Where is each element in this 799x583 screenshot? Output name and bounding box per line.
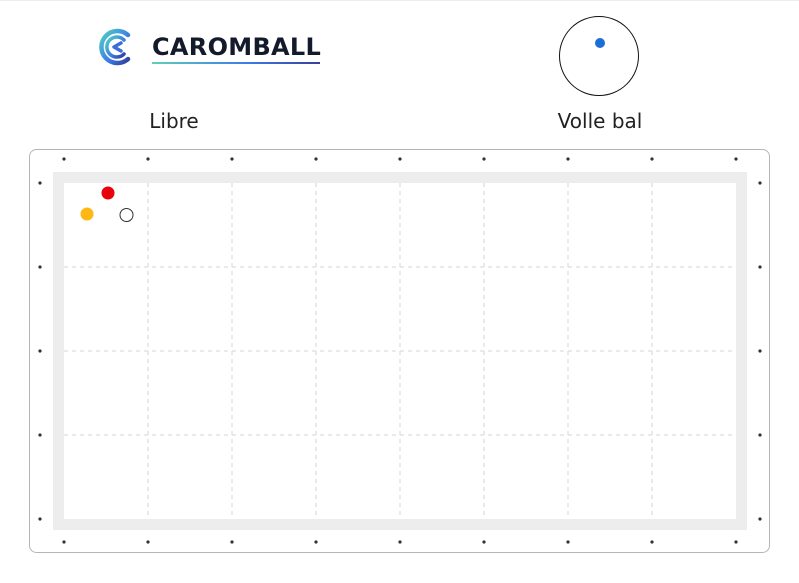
rail-diamond <box>230 157 234 161</box>
rail-diamond <box>482 157 486 161</box>
brand-underline <box>152 62 320 64</box>
rail-diamond <box>38 349 42 353</box>
rail-diamond <box>146 157 150 161</box>
rail-diamond <box>758 433 762 437</box>
hit-point-marker[interactable] <box>595 38 605 48</box>
rail-diamond <box>146 540 150 544</box>
table-balls[interactable] <box>80 186 134 222</box>
rail-diamond <box>650 540 654 544</box>
top-divider <box>0 0 799 1</box>
rail-diamond <box>314 157 318 161</box>
rail-diamond <box>482 540 486 544</box>
caromball-logo-icon <box>99 28 131 66</box>
rail-diamond <box>566 157 570 161</box>
rail-diamond <box>62 540 66 544</box>
table-grid <box>64 183 736 519</box>
rail-diamond <box>758 349 762 353</box>
game-mode-label: Libre <box>149 109 199 133</box>
rail-diamond <box>650 157 654 161</box>
rail-diamond <box>230 540 234 544</box>
red-ball[interactable] <box>101 186 115 200</box>
brand-name: CAROMBALL <box>152 33 322 61</box>
rail-diamond <box>38 517 42 521</box>
rail-diamond <box>758 181 762 185</box>
rail-diamond <box>758 265 762 269</box>
rail-diamond <box>38 265 42 269</box>
rail-diamond <box>62 157 66 161</box>
rail-diamond <box>566 540 570 544</box>
rail-diamond <box>758 517 762 521</box>
rail-diamond <box>398 540 402 544</box>
caromball-logo: CAROMBALL <box>95 27 335 71</box>
rail-diamond <box>38 181 42 185</box>
rail-diamond <box>734 157 738 161</box>
yellow-ball[interactable] <box>80 207 94 221</box>
rail-diamond <box>398 157 402 161</box>
white-ball[interactable] <box>119 208 134 222</box>
rail-diamond <box>38 433 42 437</box>
rail-diamond <box>314 540 318 544</box>
rail-diamond <box>734 540 738 544</box>
ball-hit-label: Volle bal <box>557 109 643 133</box>
table-diamonds <box>38 157 762 544</box>
ball-hit-indicator[interactable] <box>559 16 639 96</box>
